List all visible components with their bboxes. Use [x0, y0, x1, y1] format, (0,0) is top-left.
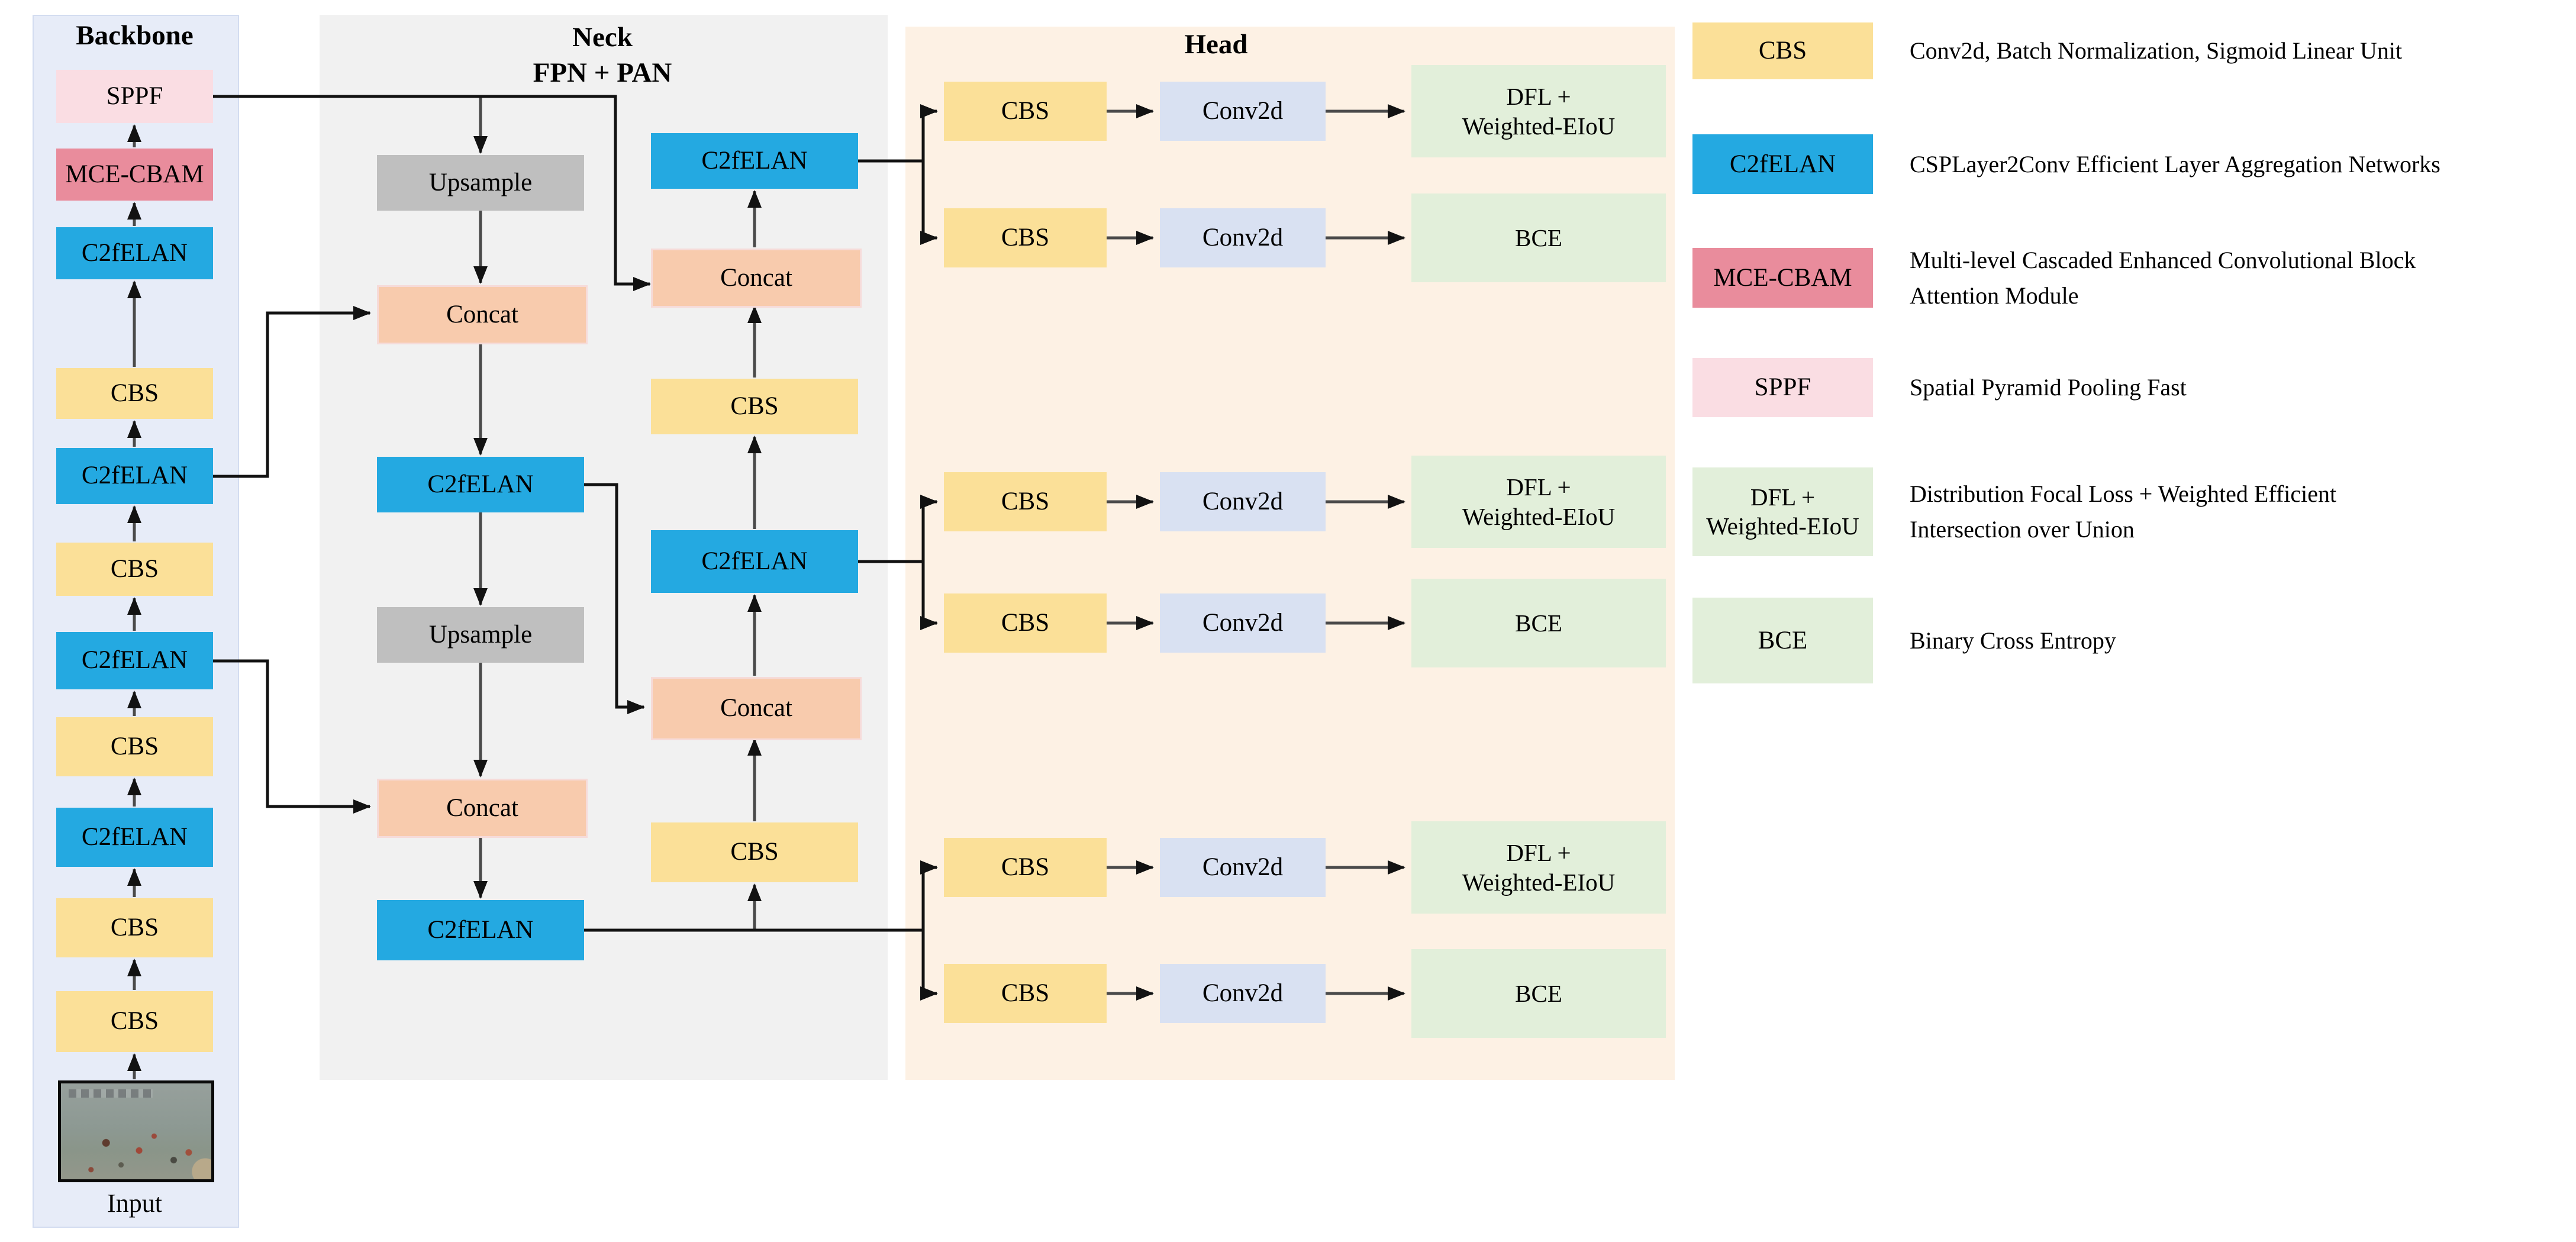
- neck-concat-3: Concat: [651, 249, 862, 308]
- route-backbone-p4-to-concat: [213, 306, 371, 478]
- head-row2-loss-bce: BCE: [1411, 193, 1666, 282]
- route-sppf-to-neck: [213, 95, 651, 291]
- input-label: Input: [107, 1189, 162, 1218]
- head-row1-cbs: CBS: [944, 82, 1107, 141]
- head-row5-cbs: CBS: [944, 838, 1107, 897]
- head-row4-cbs: CBS: [944, 593, 1107, 653]
- route-p4-out-to-head-row4: [920, 562, 938, 630]
- neck-c2felan-p3-out: C2fELAN: [377, 900, 584, 960]
- input-image-timestamp-overlay: [68, 1089, 153, 1098]
- head-row4-conv2d: Conv2d: [1160, 593, 1326, 653]
- head-row3-loss-dfl: DFL + Weighted-EIoU: [1411, 456, 1666, 548]
- route-p3-out-to-head-row5: [584, 860, 938, 932]
- neck-c2felan-p5-out: C2fELAN: [651, 133, 858, 189]
- head-row4-loss-bce: BCE: [1411, 579, 1666, 667]
- legend-desc-dfl-weighted-eiou: Distribution Focal Loss + Weighted Effic…: [1910, 480, 2337, 543]
- legend-item-dfl-weighted-eiou: DFL + Weighted-EIoU Distribution Focal L…: [1692, 467, 2442, 556]
- neck-cbs-2: CBS: [651, 822, 858, 882]
- legend-item-sppf: SPPF Spatial Pyramid Pooling Fast: [1692, 358, 2395, 417]
- legend-swatch-c2felan: C2fELAN: [1692, 134, 1873, 194]
- legend-swatch-bce: BCE: [1692, 598, 1873, 683]
- neck-cbs-1: CBS: [651, 379, 858, 434]
- neck-c2felan-left-mid: C2fELAN: [377, 457, 584, 512]
- head-row2-conv2d: Conv2d: [1160, 208, 1326, 267]
- backbone-layer-sppf: SPPF: [56, 70, 213, 123]
- backbone-layer-c2felan-1: C2fELAN: [56, 227, 213, 279]
- head-row3-conv2d: Conv2d: [1160, 472, 1326, 531]
- route-backbone-p3-to-concat: [213, 659, 371, 814]
- head-row6-cbs: CBS: [944, 964, 1107, 1023]
- neck-title-line2: FPN + PAN: [533, 57, 672, 89]
- input-image: [58, 1080, 214, 1182]
- legend-desc-cbs: Conv2d, Batch Normalization, Sigmoid Lin…: [1910, 37, 2403, 64]
- legend-swatch-cbs: CBS: [1692, 22, 1873, 79]
- head-title: Head: [1184, 29, 1248, 60]
- backbone-layer-cbs-3: CBS: [56, 717, 213, 776]
- neck-c2felan-p4-out: C2fELAN: [651, 530, 858, 593]
- route-p3-out-to-head-row6: [920, 930, 938, 1001]
- backbone-layer-cbs-2: CBS: [56, 543, 213, 596]
- backbone-layer-c2felan-3: C2fELAN: [56, 632, 213, 689]
- neck-title: Neck FPN + PAN: [484, 20, 721, 91]
- route-p4-out-to-head-row3: [858, 495, 938, 563]
- legend-item-mce-cbam: MCE-CBAM Multi-level Cascaded Enhanced C…: [1692, 247, 2478, 309]
- legend-desc-sppf: Spatial Pyramid Pooling Fast: [1910, 374, 2187, 401]
- neck-upsample-2: Upsample: [377, 607, 584, 663]
- legend-desc-c2felan: CSPLayer2Conv Efficient Layer Aggregatio…: [1910, 150, 2440, 178]
- neck-title-line1: Neck: [572, 22, 633, 53]
- legend-item-bce: BCE Binary Cross Entropy: [1692, 598, 2336, 683]
- neck-concat-1: Concat: [377, 285, 588, 344]
- neck-concat-4: Concat: [651, 677, 862, 740]
- head-row6-loss-bce: BCE: [1411, 949, 1666, 1038]
- route-p5-out-to-head-row2: [920, 161, 938, 245]
- legend-item-c2felan: C2fELAN CSPLayer2Conv Efficient Layer Ag…: [1692, 134, 2576, 194]
- backbone-title: Backbone: [76, 20, 194, 51]
- head-row6-conv2d: Conv2d: [1160, 964, 1326, 1023]
- backbone-layer-c2felan-2: C2fELAN: [56, 448, 213, 504]
- backbone-layer-mce-cbam: MCE-CBAM: [56, 149, 213, 201]
- head-row5-loss-dfl: DFL + Weighted-EIoU: [1411, 821, 1666, 914]
- legend-swatch-mce-cbam: MCE-CBAM: [1692, 248, 1873, 308]
- neck-upsample-1: Upsample: [377, 155, 584, 211]
- backbone-layer-cbs-5: CBS: [56, 991, 213, 1052]
- route-p5-out-to-head-row1: [858, 104, 938, 163]
- route-neck-c2felan-to-concat: [584, 483, 645, 714]
- neck-concat-2: Concat: [377, 779, 588, 838]
- backbone-layer-cbs-1: CBS: [56, 368, 213, 419]
- head-row1-conv2d: Conv2d: [1160, 82, 1326, 141]
- legend-desc-mce-cbam: Multi-level Cascaded Enhanced Convolutio…: [1910, 246, 2416, 309]
- head-row2-cbs: CBS: [944, 208, 1107, 267]
- legend-swatch-sppf: SPPF: [1692, 358, 1873, 417]
- legend-swatch-dfl-weighted-eiou: DFL + Weighted-EIoU: [1692, 467, 1873, 556]
- legend-desc-bce: Binary Cross Entropy: [1910, 627, 2116, 654]
- head-row5-conv2d: Conv2d: [1160, 838, 1326, 897]
- head-row1-loss-dfl: DFL + Weighted-EIoU: [1411, 65, 1666, 157]
- head-row3-cbs: CBS: [944, 472, 1107, 531]
- backbone-layer-c2felan-4: C2fELAN: [56, 808, 213, 867]
- backbone-layer-cbs-4: CBS: [56, 898, 213, 957]
- legend-item-cbs: CBS Conv2d, Batch Normalization, Sigmoid…: [1692, 22, 2576, 79]
